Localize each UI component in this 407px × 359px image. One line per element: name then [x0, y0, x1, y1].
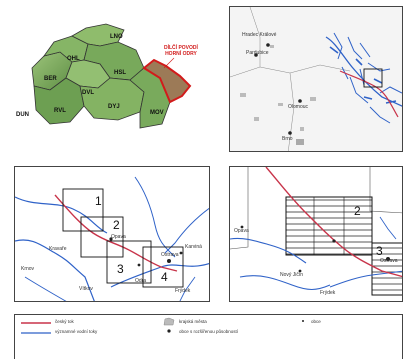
- zoom-map-boxes-svg: [230, 167, 402, 296]
- place-vitkov: Vítkov: [79, 286, 93, 292]
- legend-village-label: obce: [311, 319, 321, 324]
- region-label-hsl: HSL: [114, 70, 126, 76]
- region-label-dyj: DYJ: [108, 104, 120, 110]
- place-ostrava: Ostrava: [161, 252, 179, 258]
- place-opava: Opava: [234, 228, 249, 234]
- place-odra: Odra: [135, 278, 147, 284]
- legend-municipality-icon: [167, 329, 171, 333]
- place-olomouc: Olomouc: [288, 104, 309, 110]
- upper-odra-label-line1: DÍLČÍ POVODÍ: [164, 45, 198, 51]
- detail-map-boxes-svg: [15, 176, 209, 301]
- box-label-3: 3: [376, 244, 383, 258]
- place-kravare: Kravaře: [49, 246, 67, 252]
- place-frydek: Frýdek: [320, 290, 336, 296]
- region-label-ohl: OHL: [67, 56, 80, 62]
- legend-regional-city-label: krajská města: [179, 319, 207, 324]
- legend-major-river-label: významné vodní toky: [55, 329, 98, 334]
- upper-odra-label-line2: HORNÍ ODRY: [165, 50, 197, 57]
- place-opava: Opava: [111, 234, 126, 240]
- box-label-4: 4: [161, 270, 168, 284]
- region-label-mov: MOV: [150, 110, 164, 116]
- legend-village-icon: [302, 320, 304, 322]
- regional-river-map: Hradec Králové Pardubice Olomouc Brno: [229, 6, 403, 152]
- box-label-2: 2: [113, 218, 120, 232]
- legend-municipality-label: obce s rozšířenou působností: [179, 329, 239, 334]
- place-novy-jicin: Nový Jičín: [280, 272, 304, 278]
- box-label-2: 2: [354, 204, 361, 218]
- region-label-lno: LNO: [110, 34, 123, 40]
- place-frydek: Frýdek: [175, 288, 191, 294]
- legend-czech-river-line: [21, 322, 51, 324]
- legend-czech-river-label: český tok: [55, 319, 74, 324]
- legend-major-river-line: [21, 332, 51, 334]
- place-ostrava: Ostrava: [380, 258, 398, 264]
- region-label-rvl: RVL: [54, 108, 66, 114]
- zoom-map-boxes: 2 3 Ostrava Opava Nový Jičín Frýdek: [229, 166, 403, 302]
- region-label-dvl: DVL: [82, 90, 94, 96]
- place-krnov: Krnov: [21, 266, 35, 272]
- legend-regional-city-icon: [163, 317, 175, 326]
- place-hradec-kralove: Hradec Králové: [242, 32, 277, 38]
- map-legend: český tok významné vodní toky krajská mě…: [14, 314, 403, 359]
- box-label-3: 3: [117, 262, 124, 276]
- box-label-1: 1: [95, 194, 102, 208]
- place-pardubice: Pardubice: [246, 50, 269, 56]
- region-label-dun: DUN: [16, 112, 29, 118]
- upper-odra-highlight: [142, 58, 192, 104]
- detail-map-boxes: 1 2 3 4 Kravaře Opava Krnov Ostrava Karv…: [14, 166, 210, 302]
- place-brno: Brno: [282, 136, 293, 142]
- regional-river-svg: [230, 7, 402, 151]
- place-karvina: Karviná: [185, 244, 202, 250]
- basin-overview-map: LNO OHL HSL BER DVL RVL DYJ MOV DUN DÍLČ…: [14, 6, 210, 152]
- region-label-ber: BER: [44, 76, 57, 82]
- basin-regions-svg: [31, 23, 192, 129]
- upper-odra-label: DÍLČÍ POVODÍ HORNÍ ODRY: [164, 45, 198, 57]
